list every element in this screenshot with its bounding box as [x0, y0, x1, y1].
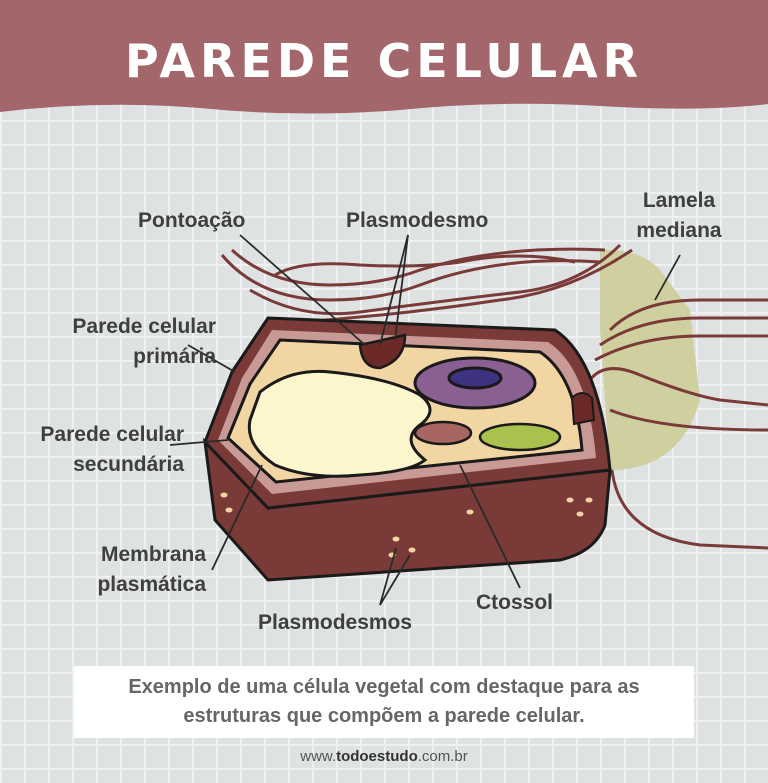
label-lamela-line1: Lamela: [642, 189, 716, 212]
footer-site[interactable]: www.todoestudo.com.br: [0, 748, 768, 765]
caption-text: Exemplo de uma célula vegetal com destaq…: [128, 676, 640, 727]
label-parede-secundaria-line2: secundária: [73, 453, 184, 476]
label-plasmodesmo: Plasmodesmo: [346, 209, 489, 232]
pit-structure: [358, 333, 407, 370]
caption-box: Exemplo de uma célula vegetal com destaq…: [74, 666, 694, 738]
cell-wall-front: [202, 437, 612, 582]
vacuole: [247, 369, 432, 478]
neighbor-cell-walls-top: [220, 243, 633, 324]
label-parede-secundaria: Parede celular secundária: [8, 420, 184, 480]
site-suffix: .com.br: [417, 748, 468, 765]
site-name: todoestudo: [336, 748, 418, 765]
neighbor-cell-walls-right: [588, 298, 768, 550]
header-banner: PAREDE CELULAR: [0, 0, 768, 118]
organelle-brown: [413, 420, 473, 446]
site-prefix: www.: [300, 748, 337, 765]
label-parede-primaria: Parede celular primária: [40, 312, 216, 372]
nucleolus: [447, 366, 503, 390]
leader-lines: [169, 234, 681, 606]
label-membrana-plasmatica: Membrana plasmática: [30, 540, 206, 600]
page-title: PAREDE CELULAR: [124, 34, 644, 88]
header-background: [0, 0, 768, 114]
cell-diagram: [169, 234, 768, 606]
plasmodesma-right: [570, 392, 596, 426]
middle-lamella-region: [600, 249, 700, 470]
label-membrana-line2: plasmática: [97, 573, 206, 596]
label-parede-primaria-line2: primária: [133, 345, 216, 368]
label-parede-primaria-line1: Parede celular: [72, 315, 216, 338]
label-membrana-line1: Membrana: [100, 543, 206, 566]
label-parede-secundaria-line1: Parede celular: [40, 423, 184, 446]
label-pontoacao: Pontoação: [138, 209, 246, 232]
label-lamela-mediana: Lamela mediana: [626, 186, 732, 246]
label-lamela-line2: mediana: [636, 219, 722, 242]
label-ctossol: Ctossol: [476, 591, 554, 614]
chloroplast: [478, 422, 562, 452]
label-plasmodesmos: Plasmodesmos: [258, 611, 413, 634]
